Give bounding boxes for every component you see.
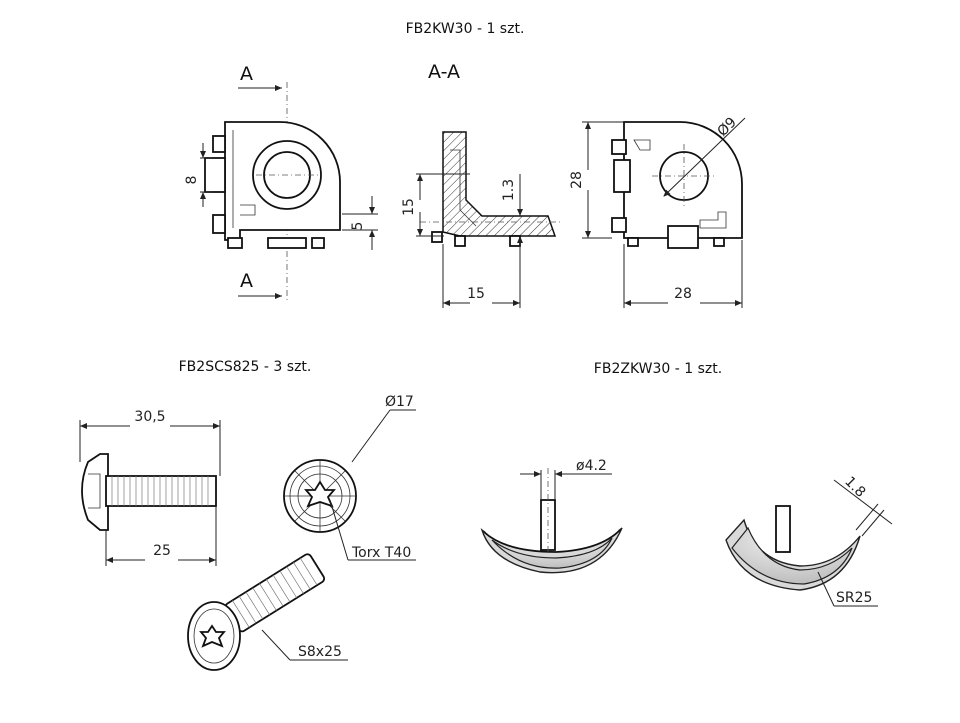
screw-head-top-view: Ø17 Torx T40	[283, 394, 416, 561]
dim-1-8: 1.8	[841, 474, 868, 501]
dim-25: 25	[153, 543, 171, 559]
dim-28-horizontal: 28	[674, 286, 692, 302]
dim-28-vertical: 28	[569, 171, 585, 189]
screw-perspective-view: S8x25	[187, 553, 348, 671]
screw-side-view: 30,5 25	[79, 409, 221, 566]
section-letter-bottom: A	[240, 270, 253, 292]
dim-1-3: 1.3	[501, 179, 517, 201]
dim-dia-17: Ø17	[385, 394, 414, 410]
section-a-a-view: A-A 15 1.3 15	[401, 61, 560, 308]
section-letter-top: A	[240, 63, 253, 85]
caption-fb2kw30: FB2KW30 - 1 szt.	[406, 21, 525, 37]
thread-lines	[111, 476, 209, 506]
caption-fb2scs825: FB2SCS825 - 3 szt.	[179, 359, 312, 375]
dim-5: 5	[350, 222, 366, 231]
angle-bracket-front-view: A A 8 5	[184, 63, 378, 302]
caption-fb2zkw30: FB2ZKW30 - 1 szt.	[594, 361, 722, 377]
label-s8x25: S8x25	[298, 644, 342, 660]
angle-bracket-back-view: Ø9 28 28	[569, 114, 746, 308]
label-torx-t40: Torx T40	[351, 545, 411, 561]
torx-icon	[304, 480, 336, 508]
dim-30-5: 30,5	[134, 409, 165, 425]
dim-15-horizontal: 15	[467, 286, 485, 302]
cap-side-view: 1.8 SR25	[725, 474, 893, 607]
dim-15-vertical: 15	[401, 198, 417, 216]
label-sr25: SR25	[836, 590, 872, 606]
cap-front-view: ø4.2	[480, 458, 623, 574]
section-title: A-A	[428, 61, 460, 83]
dim-8: 8	[184, 176, 200, 185]
dim-dia-4-2: ø4.2	[576, 458, 607, 474]
